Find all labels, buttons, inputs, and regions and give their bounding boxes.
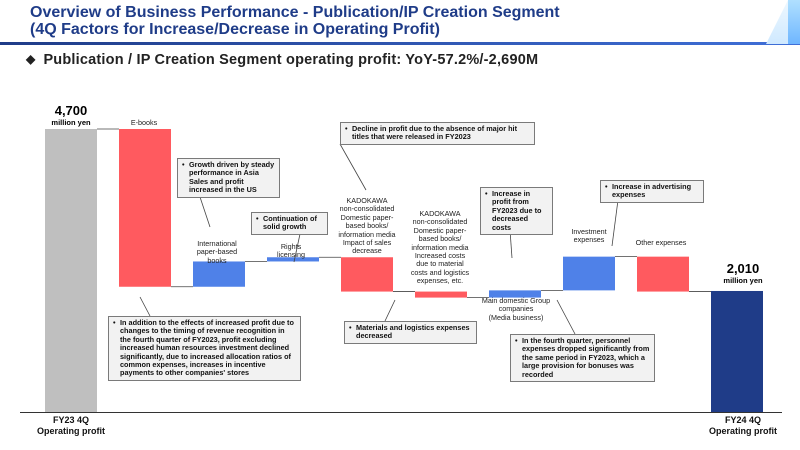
callout-materials: • Materials and logistics expenses decrea… (344, 321, 477, 344)
callout-text: Increase in advertising expenses (612, 182, 692, 200)
callout-rights: • Continuation of solid growth (251, 212, 328, 235)
bullet-icon: • (182, 160, 185, 169)
callout-text: Decline in profit due to the absence of … (352, 124, 518, 142)
callout-text: Materials and logistics expenses decreas… (356, 323, 470, 341)
end-unit: million yen (723, 276, 763, 285)
pointer-materials (384, 299, 396, 322)
callout-text: Growth driven by steady performance in A… (189, 160, 275, 195)
baseline (20, 412, 782, 413)
start-value: 4,700 (54, 103, 88, 118)
callout-asia-growth: • Growth driven by steady performance in … (177, 158, 280, 198)
bullet-icon: • (485, 189, 488, 198)
pointer-advertising (611, 199, 619, 247)
bar-label-other-expenses: Other expenses (624, 238, 698, 247)
header: Overview of Business Performance - Publi… (0, 0, 800, 45)
bar-label-text: Other expenses (635, 238, 687, 247)
page-title: Overview of Business Performance - Publi… (30, 4, 560, 21)
bar-label-text: E-books (130, 118, 158, 127)
header-underline (0, 42, 800, 45)
bullet-icon: • (256, 214, 259, 223)
header-accent (788, 0, 800, 44)
bullet-icon: • (345, 124, 348, 133)
bar-end (711, 290, 763, 412)
bar-step-6 (489, 290, 541, 298)
callout-hit-titles: • Decline in profit due to the absence of… (340, 122, 535, 145)
end-value-label: 2,010 million yen (700, 261, 786, 286)
bullet-icon: • (515, 336, 518, 345)
callout-profit-reasons: • In addition to the effects of increased… (108, 316, 301, 381)
bar-step-7 (563, 256, 615, 291)
callout-advertising: • Increase in advertising expenses (600, 180, 704, 203)
callout-costs-decrease: • Increase in profit from FY2023 due to d… (480, 187, 553, 236)
bullet-icon: • (349, 323, 352, 332)
start-value-label: 4,700 million yen (28, 103, 114, 128)
bar-start (45, 129, 97, 412)
bullet-icon: • (605, 182, 608, 191)
pointer-asia-growth (199, 196, 211, 228)
bar-step-3 (267, 257, 319, 262)
segment-summary-text: Publication / IP Creation Segment operat… (43, 52, 539, 68)
callout-personnel: • In the fourth quarter, personnel expens… (510, 334, 655, 383)
diamond-bullet-icon: ◆ (26, 52, 36, 66)
pointer-hit-titles (339, 143, 367, 191)
pointer-profit-reasons (139, 296, 151, 317)
callout-text: In addition to the effects of increased … (120, 318, 294, 378)
bar-step-5 (415, 291, 467, 298)
bullet-icon: • (113, 318, 116, 327)
callout-text: In the fourth quarter, personnel expense… (522, 336, 650, 379)
bar-step-1 (119, 129, 171, 287)
bar-step-8 (637, 256, 689, 292)
callout-text: Continuation of solid growth (263, 214, 317, 232)
end-value: 2,010 (726, 261, 760, 276)
segment-summary: ◆ Publication / IP Creation Segment opera… (26, 52, 538, 68)
pointer-personnel (556, 299, 576, 335)
bar-label-e-books: E-books (112, 118, 176, 127)
pointer-rights (293, 233, 301, 263)
start-unit: million yen (51, 118, 91, 127)
bar-step-2 (193, 261, 245, 287)
bar-step-4 (341, 257, 393, 292)
callout-text: Increase in profit from FY2023 due to de… (492, 189, 542, 232)
page-subtitle: (4Q Factors for Increase/Decrease in Ope… (30, 21, 440, 38)
